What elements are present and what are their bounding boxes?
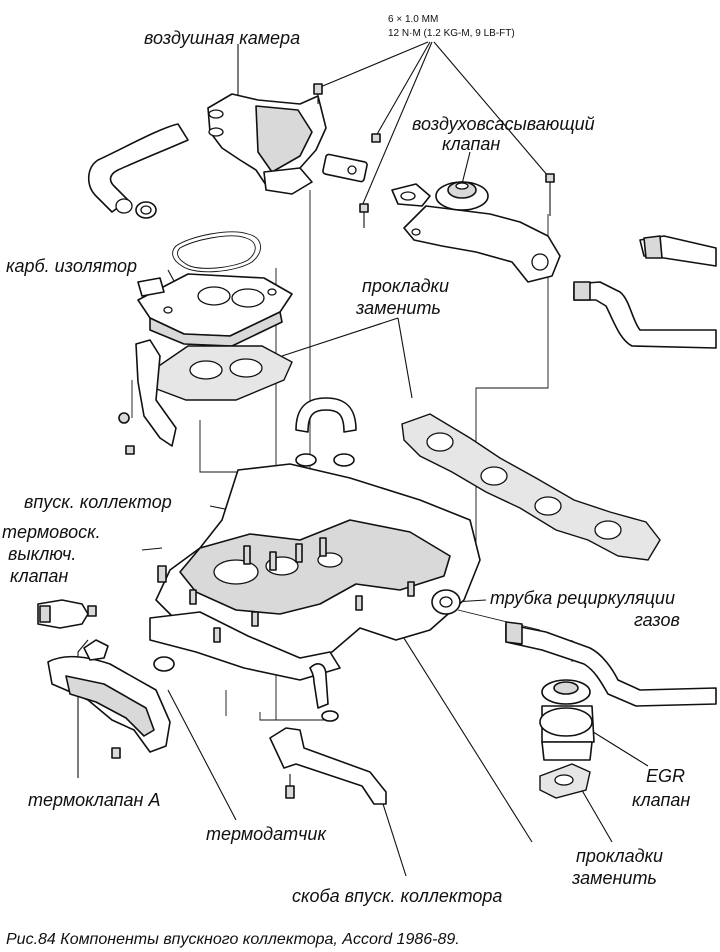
label-gaskets-top-2: заменить [355, 298, 441, 318]
label-egr-valve-2: клапан [632, 790, 690, 810]
label-gaskets-bottom-1: прокладки [576, 846, 663, 866]
thermovalve-a-assembly [47, 639, 175, 759]
air-chamber [207, 93, 368, 195]
label-bolt-spec-2: 12 N·M (1.2 KG-M, 9 LB-FT) [388, 28, 515, 39]
label-thermowax-3: клапан [10, 566, 68, 586]
label-air-suction-valve-1: воздуховсасывающий [412, 114, 595, 134]
vacuum-hose [87, 123, 189, 219]
label-egr-valve-1: EGR [646, 766, 685, 786]
label-manifold-bracket: скоба впуск. коллектора [292, 886, 502, 906]
label-thermowax-1: термовоск. [2, 522, 101, 542]
figure-caption: Рис.84 Компоненты впускного коллектора, … [6, 931, 460, 948]
manifold-bracket [269, 727, 387, 805]
label-intake-manifold: впуск. коллектор [24, 492, 172, 512]
manifold-gasket [401, 413, 661, 561]
intake-manifold [149, 463, 481, 681]
label-air-chamber: воздушная камера [144, 28, 300, 48]
label-air-suction-valve-2: клапан [442, 134, 500, 154]
label-egr-tube-2: газов [634, 610, 680, 630]
label-thermosensor: термодатчик [206, 824, 327, 844]
carb-base-gasket [149, 345, 293, 401]
egr-tube-upper [573, 235, 717, 349]
bolts-top [313, 83, 555, 228]
carb-insulator [137, 273, 293, 347]
label-gaskets-bottom-2: заменить [571, 868, 657, 888]
air-suction-valve [391, 181, 561, 283]
label-thermovalve-a: термоклапан А [28, 790, 160, 810]
small-hose [309, 663, 339, 722]
bracket-arm-left [118, 339, 177, 455]
egr-valve [539, 679, 595, 799]
label-thermowax-2: выключ. [8, 544, 76, 564]
label-egr-tube-1: трубка рециркуляции [490, 588, 675, 608]
label-carb-insulator: карб. изолятор [6, 256, 137, 276]
carb-gasket-top [172, 231, 261, 273]
label-gaskets-top-1: прокладки [362, 276, 449, 296]
egr-tube-lower [505, 621, 717, 707]
labels: воздушная камера 6 × 1.0 MM 12 N·M (1.2 … [2, 14, 690, 948]
label-bolt-spec-1: 6 × 1.0 MM [388, 14, 438, 25]
thermowax-valve [37, 599, 97, 629]
vacuum-hose-loop [295, 397, 357, 467]
